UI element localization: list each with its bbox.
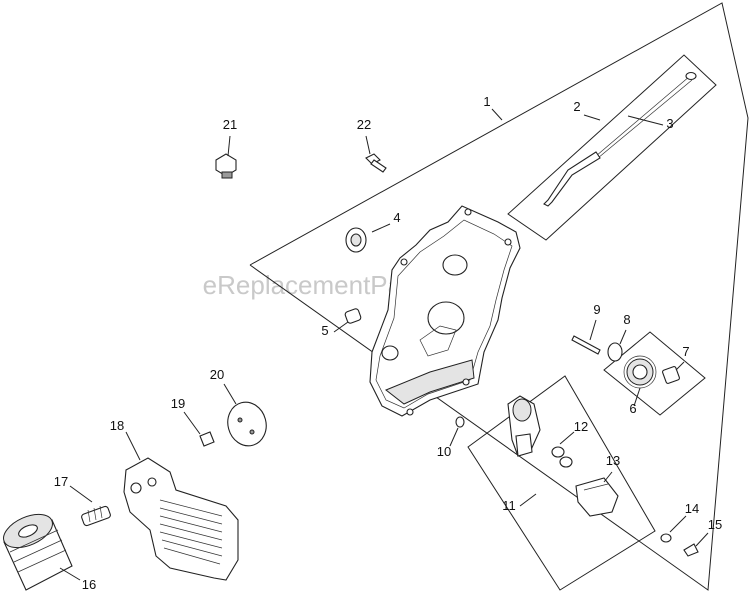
callout-20: 20 [210,367,224,382]
o-ring-small-part [455,416,465,428]
group-outline-11 [467,375,656,591]
callout-1: 1 [483,94,490,109]
governor-pin-part [662,366,680,384]
callout-18: 18 [110,418,124,433]
callout-22: 22 [357,117,371,132]
dowel-pin-part [344,308,362,324]
oil-seal-part [345,227,367,253]
pressure-plate-part [227,401,267,447]
group-outline-2 [507,54,717,241]
o-ring-part [551,446,573,468]
gear-cover-housing [369,205,521,417]
governor-gear-part [623,355,657,389]
washer-part [660,533,672,543]
group-outline-1 [249,2,749,591]
breather-part [215,153,237,179]
callout-15: 15 [708,517,722,532]
callout-21: 21 [223,117,237,132]
callout-12: 12 [574,419,588,434]
pin-part [571,335,601,355]
callout-7: 7 [682,344,689,359]
callout-2: 2 [573,99,580,114]
callout-4: 4 [393,210,400,225]
callout-13: 13 [606,453,620,468]
oil-filter-part [3,513,73,591]
leader-lines [59,108,709,581]
screw-part [365,153,387,173]
callout-6: 6 [629,401,636,416]
callout-16: 16 [82,577,96,592]
filter-adapter-part [123,457,239,581]
drain-plug-part [683,543,699,557]
dipstick-part [543,71,697,207]
callout-5: 5 [321,323,328,338]
callout-10: 10 [437,444,451,459]
oil-pickup-part [575,477,619,517]
fitting-part [81,505,111,527]
callout-3: 3 [666,116,673,131]
oil-pump-part [507,395,541,457]
plug-part [199,431,215,447]
spacer-part [607,342,623,362]
callout-17: 17 [54,474,68,489]
callout-11: 11 [502,498,516,513]
group-outline-6 [603,331,706,416]
callout-14: 14 [685,501,699,516]
callout-8: 8 [623,312,630,327]
callout-19: 19 [171,396,185,411]
callout-9: 9 [593,302,600,317]
